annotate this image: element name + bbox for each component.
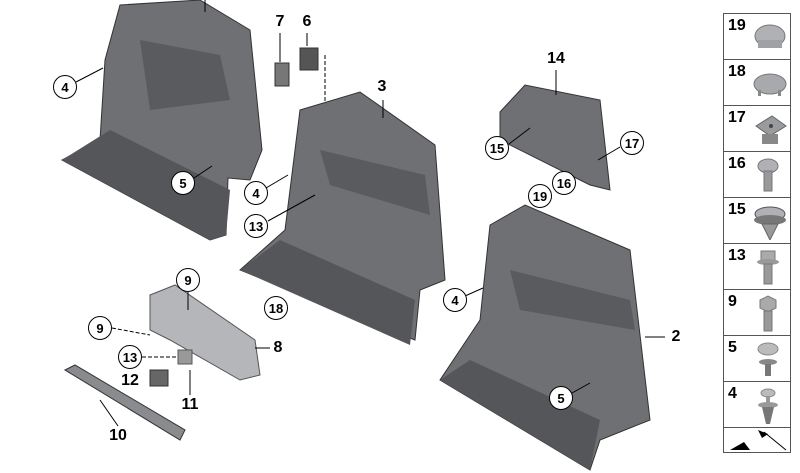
part-12 — [149, 369, 169, 387]
trim-panel-middle — [239, 91, 446, 345]
callout-8: 8 — [273, 339, 283, 356]
callout-15: 15 — [485, 136, 509, 160]
callout-14: 14 — [547, 50, 565, 67]
legend-number: 18 — [728, 63, 746, 80]
legend-item-16: 16 — [723, 151, 791, 197]
collar-screw-icon — [757, 250, 779, 285]
callout-13: 13 — [118, 345, 142, 369]
callout-18: 18 — [264, 296, 288, 320]
legend-item-15: 15 — [723, 197, 791, 243]
legend-number: 13 — [728, 247, 746, 264]
legend-number: 9 — [728, 293, 737, 310]
direction-arrow-icon — [730, 430, 787, 451]
square-nut-icon — [755, 115, 787, 144]
trim-panel-right — [439, 204, 651, 471]
callout-4: 4 — [53, 75, 77, 99]
callout-12: 12 — [121, 372, 139, 389]
legend-number: 4 — [728, 385, 737, 402]
torx-screw-icon — [757, 158, 779, 192]
legend-number: 17 — [728, 109, 746, 126]
callout-10: 10 — [109, 427, 127, 444]
orientation-arrow-box — [723, 427, 791, 453]
cap-icon — [754, 24, 786, 48]
callout-3: 3 — [377, 78, 387, 95]
part-10 — [63, 364, 186, 441]
callout-7: 7 — [275, 13, 285, 30]
callout-9: 9 — [88, 316, 112, 340]
bracket-assembly — [63, 284, 261, 441]
flat-cap-icon — [753, 73, 787, 96]
callout-6: 6 — [302, 13, 312, 30]
trim-panel-left — [60, 0, 263, 241]
spread-rivet-icon — [758, 388, 778, 424]
legend-item-9: 9 — [723, 289, 791, 335]
legend-item-5: 5 — [723, 335, 791, 381]
callout-4: 4 — [244, 181, 268, 205]
callout-16: 16 — [552, 171, 576, 195]
hex-bolt-icon — [759, 295, 777, 332]
fastener-legend: 19 18 17 16 15 13 9 5 4 — [723, 13, 791, 453]
legend-item-4: 4 — [723, 381, 791, 427]
legend-number: 16 — [728, 155, 746, 172]
callout-2: 2 — [671, 328, 681, 345]
callout-5: 5 — [171, 171, 195, 195]
legend-item-18: 18 — [723, 59, 791, 105]
legend-item-13: 13 — [723, 243, 791, 289]
callout-5: 5 — [549, 386, 573, 410]
legend-number: 19 — [728, 17, 746, 34]
legend-number: 15 — [728, 201, 746, 218]
callout-13: 13 — [244, 214, 268, 238]
part-7 — [274, 62, 290, 87]
callout-19: 19 — [528, 184, 552, 208]
push-clip-icon — [757, 342, 779, 376]
callout-9: 9 — [176, 268, 200, 292]
legend-number: 5 — [728, 339, 737, 356]
callout-4: 4 — [443, 288, 467, 312]
callout-11: 11 — [181, 396, 199, 413]
legend-item-19: 19 — [723, 13, 791, 59]
callout-17: 17 — [620, 131, 644, 155]
part-6 — [299, 47, 319, 71]
expanding-rivet-icon — [754, 206, 786, 240]
legend-item-17: 17 — [723, 105, 791, 151]
